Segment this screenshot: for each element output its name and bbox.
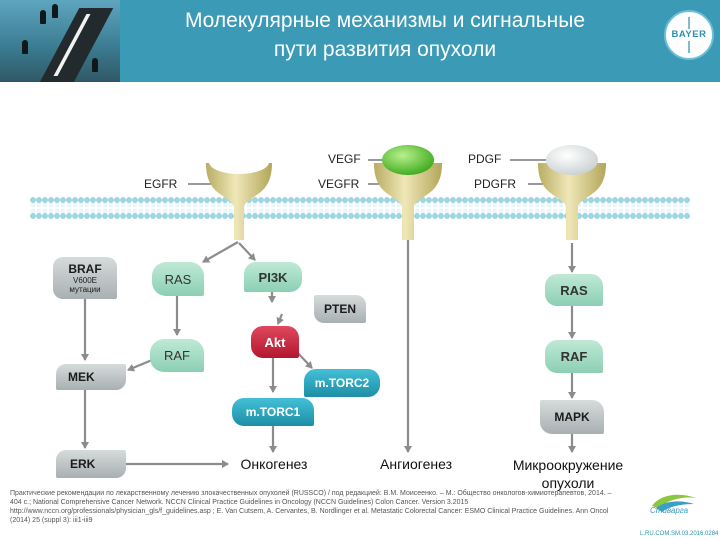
v600e-label: V600E: [72, 276, 98, 285]
raf-left-label: RAF: [164, 348, 190, 363]
mtorc1-node: m.TORC1: [232, 398, 314, 426]
mtorc1-label: m.TORC1: [245, 405, 301, 419]
braf-label: BRAF: [68, 262, 102, 276]
raf-left-node: RAF: [150, 339, 204, 372]
figure-icon: [52, 4, 58, 18]
stivarga-brand-text: Стиварга: [650, 506, 689, 515]
pdgfr-label: PDGFR: [474, 177, 516, 191]
figure-icon: [92, 58, 98, 72]
ras-left-node: RAS: [152, 262, 204, 296]
pdgf-label: PDGF: [468, 152, 502, 166]
pi3k-node: PI3K: [244, 262, 302, 292]
stivarga-logo: Стиварга: [638, 492, 710, 522]
mapk-node: MAPK: [540, 400, 604, 434]
raf-right-label: RAF: [560, 349, 588, 364]
bayer-logo: BAYER: [664, 10, 714, 60]
vegfr-label: VEGFR: [318, 177, 360, 191]
references-text: Практические рекомендации по лекарственн…: [10, 490, 612, 524]
stivarga-swoosh-icon: [652, 494, 696, 512]
cell-membrane: [30, 197, 690, 219]
mek-node: MEK: [56, 364, 126, 390]
pten-label: PTEN: [323, 302, 356, 316]
microenvironment-line-2: опухоли: [541, 475, 595, 491]
erk-label: ERK: [70, 457, 96, 471]
header-banner: Молекулярные механизмы и сигнальные пути…: [0, 0, 720, 82]
bayer-cross-icon: [688, 17, 690, 53]
page-title: Молекулярные механизмы и сигнальные пути…: [130, 6, 640, 64]
pdgfr-receptor: [538, 145, 606, 240]
figure-icon: [40, 10, 46, 24]
egfr-receptor: [206, 150, 272, 240]
bayer-logo-text: BAYER: [671, 29, 707, 40]
title-line-2: пути развития опухоли: [273, 38, 497, 61]
header-photo: [0, 0, 120, 82]
akt-node: Akt: [251, 326, 299, 358]
akt-label: Akt: [264, 334, 286, 350]
braf-node: BRAF V600E мутации: [53, 257, 117, 299]
erk-node: ERK: [56, 450, 126, 478]
ras-left-label: RAS: [164, 271, 192, 287]
angiogenesis-label: Ангиогенез: [380, 456, 452, 472]
mutations-label: мутации: [69, 285, 101, 294]
title-line-1: Молекулярные механизмы и сигнальные: [184, 9, 586, 32]
microenvironment-line-1: Микроокружение: [512, 457, 624, 473]
oncogenesis-label: Онкогенез: [240, 456, 308, 472]
pten-node: PTEN: [314, 295, 366, 323]
vegfr-receptor: [374, 145, 442, 240]
microenvironment-label: Микроокружение опухоли: [494, 456, 642, 492]
raf-right-node: RAF: [545, 340, 603, 373]
mek-label: MEK: [68, 370, 95, 384]
mtorc2-label: m.TORC2: [314, 376, 370, 390]
mtorc2-node: m.TORC2: [304, 369, 380, 397]
vegf-label: VEGF: [328, 152, 361, 166]
egfr-label: EGFR: [144, 177, 178, 191]
receptor-layer: [206, 145, 606, 240]
mapk-label: MAPK: [554, 410, 590, 424]
document-code: L.RU.COM.SM.03.2016.0284: [640, 531, 719, 537]
pi3k-label: PI3K: [258, 269, 288, 285]
ras-right-label: RAS: [560, 282, 588, 298]
ras-right-node: RAS: [545, 274, 603, 306]
figure-icon: [22, 40, 28, 54]
